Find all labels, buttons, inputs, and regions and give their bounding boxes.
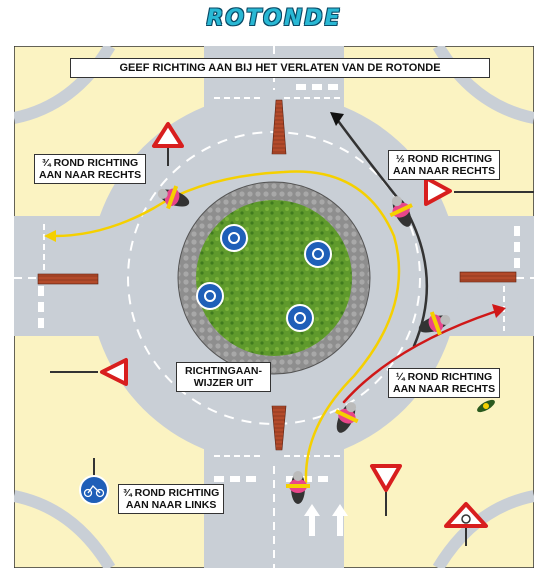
yield-sign-icon: [50, 122, 534, 516]
arrow-icon: [44, 112, 506, 318]
roundabout-warning-sign-icon: [444, 502, 488, 546]
label-top-banner: GEEF RICHTING AAN BIJ HET VERLATEN VAN D…: [70, 58, 490, 78]
label-three-quarter-left: ¾ ROND RICHTING AAN NAAR LINKS: [118, 484, 225, 514]
path-three-quarter-left: [52, 170, 401, 484]
cyclist-icon: [477, 399, 495, 413]
path-quarter-right: [342, 310, 496, 404]
motorcycle-icon: [157, 185, 451, 504]
label-half-right: ½ ROND RICHTING AAN NAAR RECHTS: [388, 150, 501, 180]
splitter-islands: [37, 99, 517, 451]
page-title: ROTONDE: [206, 6, 342, 31]
bicycle-sign-icon: [79, 458, 109, 505]
central-island-grass: [196, 200, 352, 356]
label-three-quarter-right: ¾ ROND RICHTING AAN NAAR RECHTS: [34, 154, 147, 184]
roundabout-diagram: [14, 46, 534, 568]
roundabout-sign-icon: [196, 224, 332, 332]
lane-arrows: [304, 504, 348, 536]
label-indicator-off: RICHTINGAAN- WIJZER UIT: [176, 362, 271, 392]
label-quarter-right: ¼ ROND RICHTING AAN NAAR RECHTS: [388, 368, 501, 398]
